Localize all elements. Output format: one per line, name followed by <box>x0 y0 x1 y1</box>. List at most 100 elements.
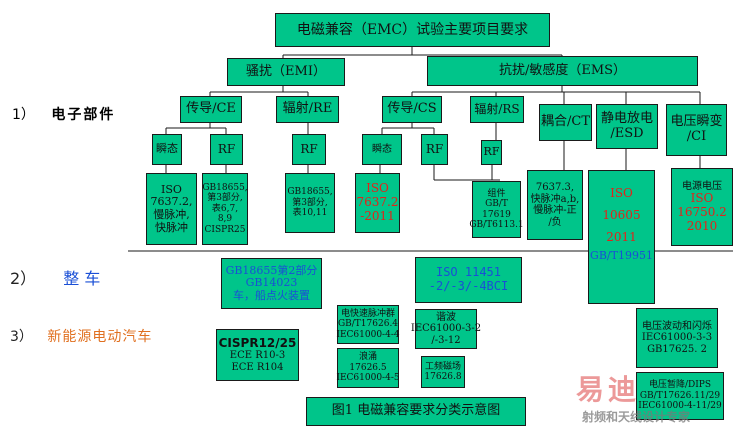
std-line: 17619 <box>482 209 511 220</box>
std-line: GB/T19951 <box>590 249 653 263</box>
ct-box: 耦合/CT <box>539 104 592 141</box>
ems-box: 抗扰/敏感度（EMS） <box>427 56 698 86</box>
rf-box-ce: RF <box>210 134 243 165</box>
std-line: 16750.2 <box>677 204 727 219</box>
rf-box-rs: RF <box>481 140 502 165</box>
std-line: GB18655, <box>287 187 333 198</box>
std-line: 2010 <box>686 218 718 233</box>
std-line: ECE R10-3 <box>229 350 286 362</box>
ev-power-mag-box: 工频磁场 17626.8 <box>421 356 465 388</box>
rs-box: 辐射/RS <box>470 96 524 123</box>
rf-text-cs: RF <box>425 141 444 156</box>
cs-box: 传导/CS <box>382 96 442 123</box>
emi-text: 骚扰（EMI） <box>246 63 326 79</box>
std-line: -2/-3/-4BCI <box>428 279 509 293</box>
std-line: ISO <box>366 181 389 196</box>
watermark-sub-text: 射频和天线设计专家 <box>582 410 691 424</box>
std-line: 7637.3, <box>535 182 575 193</box>
std-line: 第3部分, <box>207 193 243 204</box>
std-line: 7637.2 <box>356 195 399 210</box>
std-line: 车，船点火装置 <box>233 288 310 302</box>
watermark-subtitle: 射频和天线设计专家 <box>582 408 690 425</box>
std-line: GB/T <box>485 199 508 210</box>
vehicle-gb18655-box: GB18655第2部分 GB14023 车，船点火装置 <box>221 258 322 309</box>
rf-text-re: RF <box>300 141 318 156</box>
std-gb18655-a-box: GB18655, 第3部分, 表6,7, 8,9 CISPR25 <box>202 173 248 245</box>
esd-text-1: 静电放电 <box>600 110 653 126</box>
std-line: ECE R104 <box>231 361 284 373</box>
transient-box-cs: 瞬态 <box>362 134 402 165</box>
transient-box-ce: 瞬态 <box>152 134 182 165</box>
std-line: 电源电压 <box>682 180 722 192</box>
std-line: 8,9 <box>217 214 233 225</box>
std-iso7637-2011-box: ISO 7637.2 -2011 <box>355 173 400 233</box>
std-line: GB/T17626.4 <box>337 319 399 330</box>
std-iso10605-box: ISO 10605 2011 GB/T19951 <box>588 170 655 304</box>
ct-text: 耦合/CT <box>541 114 590 130</box>
std-line: IEC61000-3-3 <box>641 332 713 344</box>
esd-box: 静电放电 /ESD <box>596 104 658 149</box>
ce-text: 传导/CE <box>186 101 236 117</box>
std-line: CISPR12/25 <box>218 335 297 350</box>
section-text: 整 车 <box>63 269 101 288</box>
std-line: /-3-12 <box>431 334 461 346</box>
ems-text: 抗扰/敏感度（EMS） <box>498 62 627 78</box>
std-line: 电快速脉冲群 <box>340 308 395 319</box>
watermark-text: 易迪 <box>576 373 641 406</box>
rf-text-rs: RF <box>483 145 500 159</box>
esd-text-2: /ESD <box>610 125 644 141</box>
std-line: IEC61000-3-2 <box>410 323 482 335</box>
ev-harmonic-box: 谐波 IEC61000-3-2 /-3-12 <box>411 309 481 349</box>
std-line: ISO <box>161 182 182 196</box>
ci-text-2: /CI <box>686 129 707 144</box>
std-line: GB18655第2部分 <box>225 263 318 277</box>
section-label-ev: 3） 新能源电动汽车 <box>10 326 152 346</box>
ev-fast-pulse-box: 电快速脉冲群 GB/T17626.4 IEC61000-4-4 <box>336 305 400 344</box>
vehicle-iso11451-box: ISO 11451 -2/-3/-4BCI <box>415 257 522 303</box>
std-line: 浪涌 <box>358 352 377 363</box>
std-line: GB14023 <box>245 276 298 290</box>
section-text: 新能源电动汽车 <box>47 329 153 345</box>
std-line: ISO <box>610 186 633 200</box>
std-7637-3-box: 7637.3, 快脉冲a,b, 慢脉冲-正 /负 <box>527 170 583 240</box>
section-text: 电子部件 <box>51 107 116 123</box>
std-gb17619-box: 组件 GB/T 17619 GB/T6113.1 <box>469 181 524 238</box>
std-iso16750-box: 电源电压 ISO 16750.2 2010 <box>671 168 733 246</box>
re-text: 辐射/RE <box>282 101 333 117</box>
std-line: CISPR25 <box>204 224 246 235</box>
transient-text-ce: 瞬态 <box>156 142 178 156</box>
std-line: 7637.2, <box>150 195 193 209</box>
std-line: 组件 <box>487 188 506 199</box>
std-line: GB/T17626.11/29 <box>639 390 721 401</box>
title-box: 电磁兼容（EMC）试验主要项目要求 <box>275 13 550 47</box>
std-line: 快脉冲a,b, <box>530 193 580 205</box>
caption-text: 图1 电磁兼容要求分类示意图 <box>331 403 501 419</box>
rf-box-re: RF <box>292 134 326 165</box>
ev-surge-box: 浪涌 17626.5 IEC61000-4-5 <box>336 348 400 388</box>
std-line: 电压波动和闪烁 <box>642 320 712 332</box>
ev-flicker-box: 电压波动和闪烁 IEC61000-3-3 GB17625. 2 <box>636 308 718 368</box>
std-gb18655-b-box: GB18655, 第3部分, 表10,11 <box>285 173 335 233</box>
re-box: 辐射/RE <box>276 96 339 123</box>
std-line: 慢脉冲, <box>153 208 190 221</box>
std-line: -2011 <box>360 208 395 223</box>
section-number: 1） <box>12 107 35 123</box>
ev-dips-box: 电压暂降/DIPS GB/T17626.11/29 IEC61000-4-11/… <box>636 372 724 420</box>
std-line: /负 <box>548 216 562 228</box>
section-label-vehicle: 2） 整 车 <box>10 265 100 289</box>
rf-text-ce: RF <box>217 141 236 156</box>
rf-box-cs: RF <box>421 134 448 165</box>
std-line: 2011 <box>606 229 637 244</box>
rs-text: 辐射/RS <box>474 101 520 116</box>
section-label-components: 1） 电子部件 <box>12 104 115 124</box>
ci-text-1: 电压瞬变 <box>670 114 723 130</box>
transient-text-cs: 瞬态 <box>372 143 392 155</box>
section-number: 2） <box>10 269 37 288</box>
ci-box: 电压瞬变 /CI <box>666 104 727 156</box>
std-line: 慢脉冲-正 <box>533 205 577 216</box>
cispr12-box: CISPR12/25 ECE R10-3 ECE R104 <box>216 329 299 381</box>
section-number: 3） <box>10 329 33 345</box>
std-line: 17626.8 <box>424 372 462 382</box>
std-line: GB18655, <box>202 183 248 194</box>
